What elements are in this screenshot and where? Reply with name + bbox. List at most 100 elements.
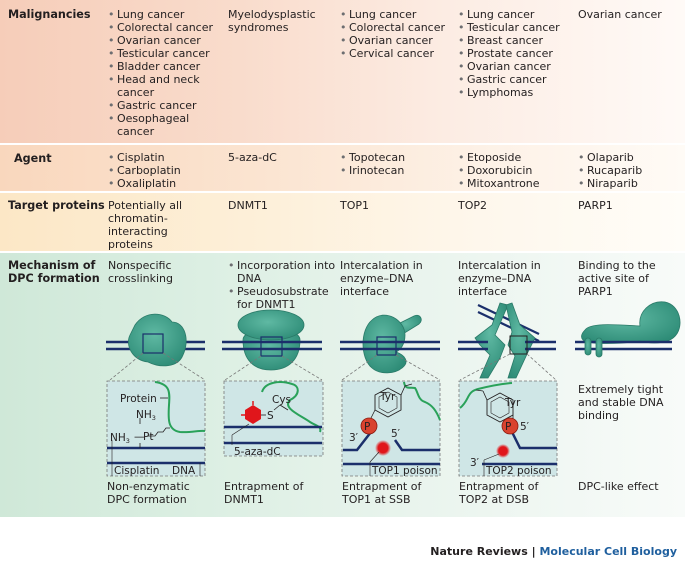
nh3-left-label: NH3 <box>110 432 130 445</box>
list-item: Testicular cancer <box>458 21 570 34</box>
5-aza-dc-ring-icon <box>245 405 261 424</box>
target-top1: TOP1 <box>340 199 370 212</box>
dna-duplex-icon <box>458 340 556 351</box>
platinum-label: Pt <box>143 431 153 443</box>
agent-parp: OlaparibRucaparibNiraparib <box>578 151 683 190</box>
list-item: Oesophageal cancer <box>108 112 220 138</box>
list-item: Mitoxantrone <box>458 177 570 190</box>
top1-body-icon <box>362 314 407 374</box>
caption-parp1: DPC-like effect <box>578 480 659 493</box>
target-all-chromatin: Potentially all chromatin-interacting pr… <box>108 199 183 251</box>
caption-top1: Entrapment of TOP1 at SSB <box>342 480 422 506</box>
protein-label: Protein <box>120 393 157 405</box>
list-item: Gastric cancer <box>458 73 570 86</box>
journal-credit: Nature Reviews | Molecular Cell Biology <box>430 545 677 558</box>
list-item: Incorporation into DNA <box>228 259 336 285</box>
tyr-label: Tyr <box>379 391 396 403</box>
list-item: Lung cancer <box>458 8 570 21</box>
parp1-body-icon <box>581 301 681 344</box>
agent-top2: EtoposideDoxorubicinMitoxantrone <box>458 151 570 190</box>
list-item: Head and neck cancer <box>108 73 220 99</box>
sulfur-label: S <box>267 410 274 422</box>
list-item: Etoposide <box>458 151 570 164</box>
list-item: Lung cancer <box>340 8 452 21</box>
dnmt1-diagram: S Cys 5-aza-dC <box>222 309 324 458</box>
tyr-label: Tyr <box>504 397 521 409</box>
row-label-malignancies: Malignancies <box>8 8 91 21</box>
mechanism-dnmt1: Incorporation into DNAPseudosubstrate fo… <box>228 259 336 311</box>
top1-diagram: P 3′ 5′ Tyr TOP1 poison <box>340 314 441 477</box>
nh3-top-label: NH3 <box>136 409 156 422</box>
cisplatin-label: Cisplatin <box>114 465 159 477</box>
list-item: Doxorubicin <box>458 164 570 177</box>
row-label-mechanism: Mechanism of DPC formation <box>8 259 100 285</box>
credit-separator: | <box>527 545 540 558</box>
list-item: Rucaparib <box>578 164 683 177</box>
phosphate-label: P <box>364 421 370 433</box>
three-prime-label: 3′ <box>470 457 480 469</box>
cisplatin-inset <box>106 380 206 477</box>
list-item: Oxaliplatin <box>108 177 220 190</box>
target-proteins-row <box>0 193 685 251</box>
target-top2: TOP2 <box>458 199 488 212</box>
caption-cisplatin: Non-enzymatic DPC formation <box>107 480 190 506</box>
list-item: Olaparib <box>578 151 683 164</box>
caption-dnmt1: Entrapment of DNMT1 <box>224 480 304 506</box>
top1-inset <box>341 380 441 477</box>
list-item: Cisplatin <box>108 151 220 164</box>
dna-duplex-icon <box>222 340 322 351</box>
cisplatin-diagram: Protein NH3 NH3 — Pt Cisplatin DNA <box>106 313 206 477</box>
publisher-name: Nature Reviews <box>430 545 528 558</box>
row-label-agent: Agent <box>14 152 52 165</box>
list-item: Gastric cancer <box>108 99 220 112</box>
agent-top1: TopotecanIrinotecan <box>340 151 452 177</box>
caption-top2: Entrapment of TOP2 at DSB <box>459 480 539 506</box>
parp1-finger-icon <box>595 337 603 358</box>
list-item: Ovarian cancer <box>458 60 570 73</box>
parp1-finger-icon <box>584 337 592 356</box>
top2-left-subunit-icon <box>474 302 509 379</box>
mechanism-top1: Intercalation in enzyme–DNA interface <box>340 259 423 298</box>
mechanism-top2: Intercalation in enzyme–DNA interface <box>458 259 541 298</box>
list-item: Colorectal cancer <box>108 21 220 34</box>
parp1-diagram <box>575 301 681 358</box>
malignancies-top1: Lung cancerColorectal cancerOvarian canc… <box>340 8 452 60</box>
row-label-target-proteins: Target proteins <box>8 199 105 212</box>
three-prime-label: 3′ <box>349 432 359 444</box>
list-item: Ovarian cancer <box>108 34 220 47</box>
list-item: Lung cancer <box>108 8 220 21</box>
protein-strand-icon <box>261 381 322 433</box>
top1-poison-label: TOP1 poison <box>371 465 438 477</box>
five-prime-label: 5′ <box>391 428 401 440</box>
dna-duplex-icon <box>340 340 440 351</box>
phosphate-label: P <box>505 421 511 433</box>
phosphate-icon <box>501 417 519 435</box>
protein-strand-icon <box>459 382 513 409</box>
list-item: Cervical cancer <box>340 47 452 60</box>
list-item: Pseudosubstrate for DNMT1 <box>228 285 336 311</box>
list-item: Lymphomas <box>458 86 570 99</box>
journal-name: Molecular Cell Biology <box>539 545 677 558</box>
protein-strand-icon <box>154 381 206 434</box>
pt-label: — <box>134 431 145 443</box>
five-prime-label: 5′ <box>520 421 530 433</box>
cys-label: Cys <box>272 394 291 406</box>
list-item: Colorectal cancer <box>340 21 452 34</box>
phosphate-icon <box>360 417 378 435</box>
dnmt1-upper-lobe-icon <box>237 309 305 341</box>
list-item: Topotecan <box>340 151 452 164</box>
list-item: Prostate cancer <box>458 47 570 60</box>
malignancies-parp1: Ovarian cancer <box>578 8 662 21</box>
malignancies-5-aza-dc: Myelodysplastic syndromes <box>228 8 316 34</box>
malignancies-top2: Lung cancerTesticular cancerBreast cance… <box>458 8 570 99</box>
agent-5-aza-dc: 5-aza-dC <box>228 151 277 164</box>
top2-poison-label: TOP2 poison <box>485 465 552 477</box>
top2-diagram: P 3′ 5′ Tyr TOP2 poison <box>458 302 558 477</box>
target-dnmt1: DNMT1 <box>228 199 268 212</box>
dna-label: DNA <box>172 465 196 477</box>
list-item: Ovarian cancer <box>340 34 452 47</box>
malignancies-cisplatin: Lung cancerColorectal cancerOvarian canc… <box>108 8 220 138</box>
list-item: Carboplatin <box>108 164 220 177</box>
parp1-note: Extremely tight and stable DNA binding <box>578 383 664 422</box>
